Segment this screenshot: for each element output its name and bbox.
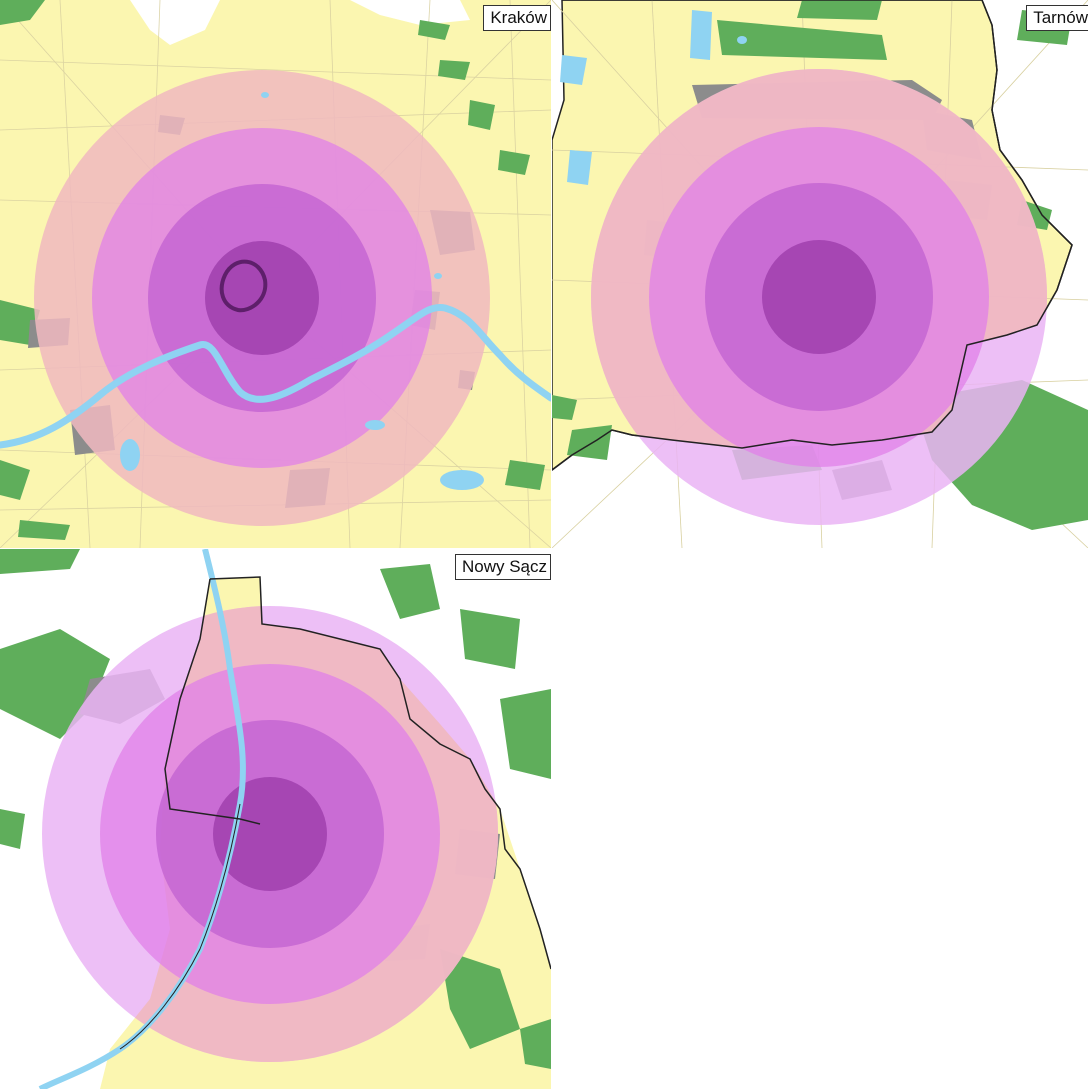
- boundary-along-river: [119, 803, 241, 1050]
- city-boundary-line: [552, 0, 1073, 471]
- city-label-nowy-sacz: Nowy Sącz: [454, 554, 551, 580]
- city-label-tarnow: Tarnów: [1026, 5, 1088, 31]
- forest-areas: [0, 549, 551, 1069]
- tarnow-map: [552, 0, 1088, 548]
- map-panel-tarnow: Tarnów: [552, 0, 1088, 548]
- zone-ring-1: [762, 240, 876, 354]
- krakow-map: [0, 0, 551, 548]
- river: [0, 303, 551, 449]
- map-panel-nowy-sacz: Nowy Sącz: [0, 549, 551, 1089]
- open-land: [130, 0, 220, 45]
- water-bodies: [560, 10, 824, 222]
- map-panel-krakow: Kraków: [0, 0, 551, 548]
- zone-ring-1: [213, 777, 327, 891]
- open-land: [350, 0, 470, 25]
- city-boundary-line: [164, 576, 551, 970]
- nowy-sacz-map: [0, 549, 551, 1089]
- old-town-outline: [219, 259, 268, 313]
- city-label-krakow: Kraków: [483, 5, 551, 31]
- water-bodies: [120, 92, 484, 490]
